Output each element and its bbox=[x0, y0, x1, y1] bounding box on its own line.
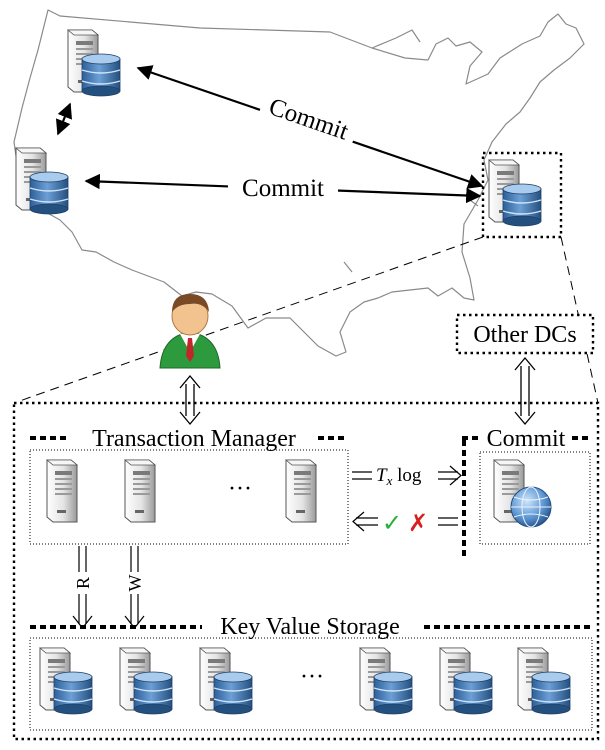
other-dcs-label: Other DCs bbox=[473, 322, 576, 348]
write-label: W bbox=[125, 575, 145, 592]
tx-log-label: Tx log bbox=[376, 465, 422, 488]
kv-ellipsis: ··· bbox=[300, 664, 324, 690]
key-value-storage-label: Key Value Storage bbox=[220, 614, 400, 640]
server-west bbox=[16, 148, 68, 214]
user-icon bbox=[159, 294, 221, 369]
kv-server-3 bbox=[200, 648, 252, 714]
server-nw bbox=[68, 30, 120, 96]
kv-server-5 bbox=[440, 648, 492, 714]
tm-server-3 bbox=[285, 459, 317, 523]
commit-ok-icon: ✓ bbox=[382, 509, 402, 537]
globe-icon bbox=[510, 486, 552, 528]
zoom-line-right bbox=[560, 236, 599, 404]
kv-server-1 bbox=[40, 648, 92, 714]
transaction-manager-label: Transaction Manager bbox=[92, 426, 296, 452]
result-arrow bbox=[352, 511, 458, 532]
kv-server-2 bbox=[120, 648, 172, 714]
commit-box-label: Commit bbox=[487, 426, 566, 452]
dc-detail-box bbox=[12, 401, 600, 741]
focused-dc-box bbox=[481, 151, 563, 239]
zoom-line-left bbox=[13, 236, 484, 404]
tx-log-arrow bbox=[352, 465, 462, 486]
tm-server-2 bbox=[124, 459, 156, 523]
user-tm-double-arrow bbox=[179, 374, 201, 426]
kv-server-4 bbox=[360, 648, 412, 714]
sync-arrow-west bbox=[55, 102, 73, 136]
otherdcs-commit-double-arrow bbox=[514, 356, 536, 426]
other-dcs-box bbox=[455, 313, 595, 355]
server-east bbox=[489, 160, 541, 226]
commit-server-box bbox=[479, 451, 591, 545]
commit-abort-icon: ✗ bbox=[408, 509, 428, 537]
commit-label-lower: Commit bbox=[242, 175, 324, 202]
tm-server-1 bbox=[46, 459, 78, 523]
tm-server-box bbox=[29, 449, 349, 545]
read-label: R bbox=[73, 577, 93, 589]
kv-server-6 bbox=[518, 648, 570, 714]
tm-ellipsis: ··· bbox=[228, 476, 252, 502]
